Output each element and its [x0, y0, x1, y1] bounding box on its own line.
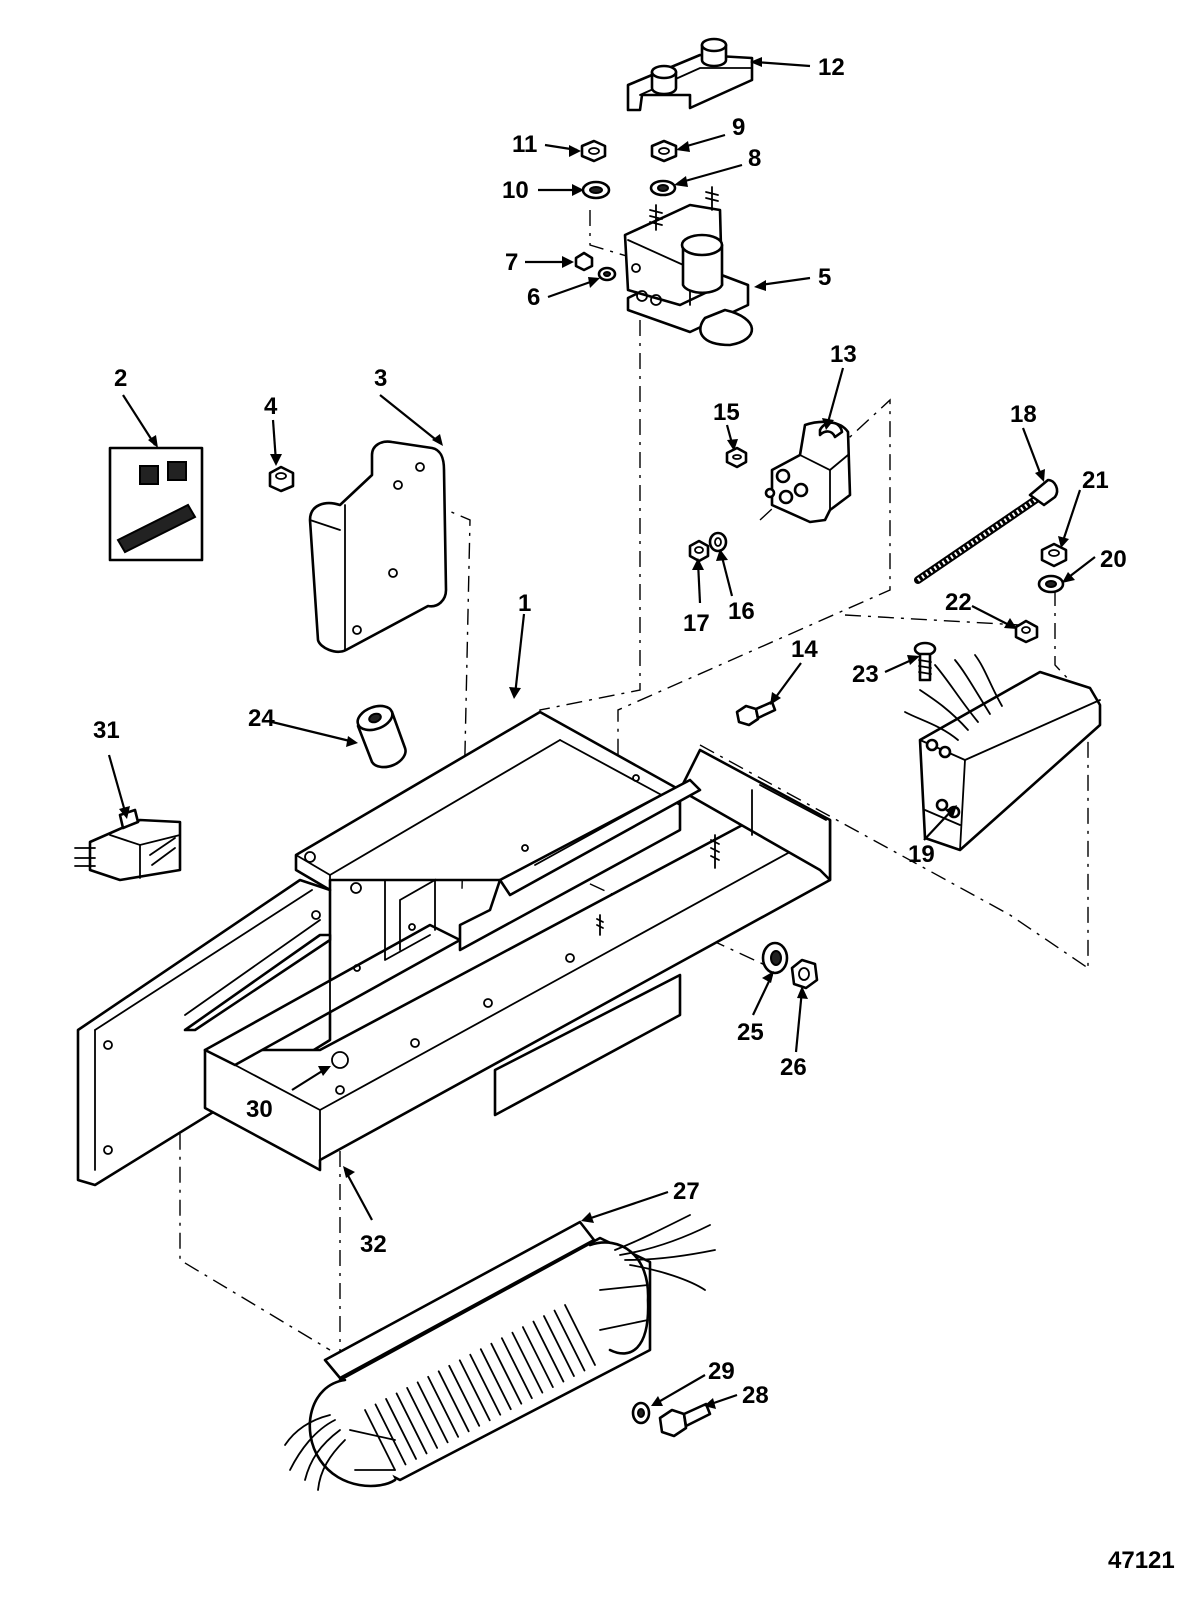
decal-2: [108, 446, 204, 562]
solenoid-5: [623, 186, 754, 347]
heat-sink-fin: [374, 1403, 407, 1466]
washer-6: [597, 266, 617, 282]
washer-20: [1037, 574, 1065, 594]
callout-13: 13: [830, 341, 857, 368]
heat-sink-fin: [395, 1392, 428, 1455]
callout-26: 26: [780, 1054, 807, 1081]
nut-11: [580, 139, 607, 163]
callout-6: 6: [527, 284, 540, 311]
heat-sink-fin: [469, 1353, 502, 1416]
washer-10: [581, 180, 611, 200]
connector-31: [74, 808, 182, 882]
nut-7: [574, 251, 594, 272]
nut-17: [688, 539, 710, 563]
heat-sink-fin: [532, 1320, 565, 1383]
heat-sink-fin: [385, 1398, 417, 1460]
callout-32: 32: [360, 1231, 387, 1258]
spacer-24: [356, 704, 407, 769]
cover-12: [626, 37, 754, 112]
callout-31: 31: [93, 717, 120, 744]
washer-25: [761, 941, 789, 975]
drawing-number: 47121: [1108, 1547, 1175, 1574]
callout-4: 4: [264, 393, 278, 420]
callout-16: 16: [728, 598, 755, 625]
heat-sink-fin: [490, 1342, 523, 1405]
module-27: [284, 1214, 716, 1491]
nut-9: [650, 139, 678, 163]
callout-2: 2: [114, 365, 127, 392]
hardware: [268, 139, 1068, 1438]
callout-24: 24: [248, 705, 275, 732]
callout-1: 1: [518, 590, 531, 617]
callout-28: 28: [742, 1382, 769, 1409]
heat-sink-fin: [458, 1359, 491, 1422]
heat-sink-fin: [553, 1309, 586, 1372]
heat-sink-fin: [437, 1370, 470, 1433]
washer-8: [649, 179, 677, 197]
callout-3: 3: [374, 365, 387, 392]
nut-15: [725, 446, 748, 469]
callout-18: 18: [1010, 401, 1037, 428]
heat-sink-fin: [500, 1337, 533, 1400]
threaded-rod-18: [914, 478, 1059, 584]
box-1: [294, 710, 832, 1041]
callout-19: 19: [908, 841, 935, 868]
callout-27: 27: [673, 1178, 700, 1205]
heat-sink-fin: [364, 1409, 396, 1471]
heat-sink-fin: [564, 1304, 596, 1366]
washer-29: [631, 1401, 651, 1425]
heat-sink-fin: [511, 1331, 544, 1394]
nut-4: [268, 465, 295, 493]
callout-10: 10: [502, 177, 529, 204]
nut-21: [1040, 542, 1068, 568]
screw-23: [913, 641, 937, 682]
callout-25: 25: [737, 1019, 764, 1046]
callout-30: 30: [246, 1096, 273, 1123]
heat-sink-fin: [479, 1348, 512, 1411]
callout-12: 12: [818, 54, 845, 81]
heat-sink-fins: [364, 1304, 596, 1471]
cover-plate-3: [308, 440, 448, 653]
callout-22: 22: [945, 589, 972, 616]
callout-23: 23: [852, 661, 879, 688]
callout-9: 9: [732, 114, 745, 141]
heat-sink-fin: [427, 1375, 460, 1438]
heat-sink-fin: [448, 1364, 481, 1427]
heat-sink-fin: [521, 1326, 554, 1389]
leader-lines: [107, 57, 1096, 1409]
rectifier-19: [904, 654, 1102, 852]
callout-20: 20: [1100, 546, 1127, 573]
callout-7: 7: [505, 249, 518, 276]
bolt-28: [658, 1402, 712, 1438]
callout-11: 11: [512, 131, 537, 158]
callout-labels: 1 2 3 4 5 6 7 8 9 10 11 12 13 14 15 16 1…: [93, 54, 1127, 1409]
screw-14: [735, 700, 777, 727]
callout-21: 21: [1082, 467, 1109, 494]
callout-29: 29: [708, 1358, 735, 1385]
callout-14: 14: [791, 636, 818, 663]
ignition-switch-13: [764, 420, 852, 524]
base-plate-32: [76, 793, 832, 1187]
washer-16: [708, 531, 728, 553]
nut-22: [1014, 619, 1039, 644]
heat-sink-fin: [543, 1315, 575, 1377]
callout-17: 17: [683, 610, 710, 637]
callout-15: 15: [713, 399, 740, 426]
callout-5: 5: [818, 264, 831, 291]
heat-sink-fin: [406, 1386, 439, 1449]
nut-26: [790, 958, 819, 990]
callout-8: 8: [748, 145, 761, 172]
heat-sink-fin: [416, 1381, 449, 1444]
